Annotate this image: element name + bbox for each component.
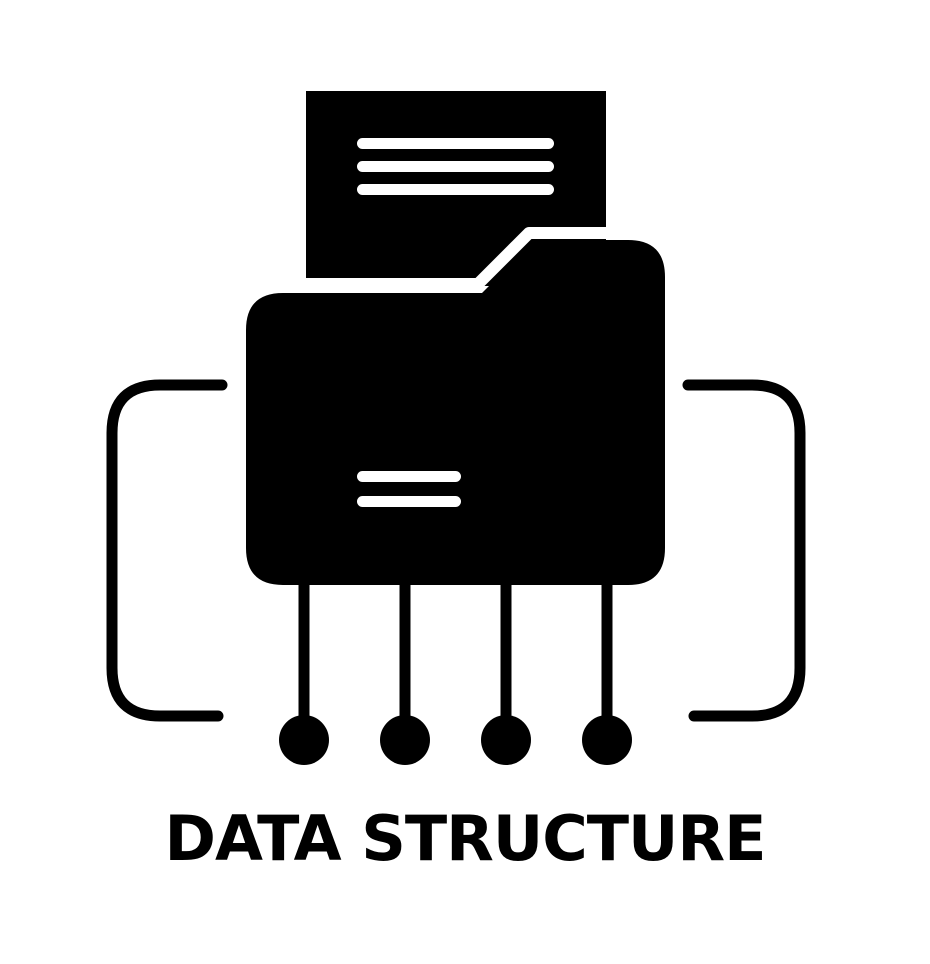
node-dot xyxy=(380,715,430,765)
right-bracket xyxy=(682,379,806,722)
node-dot xyxy=(279,715,329,765)
folder-gap xyxy=(300,227,612,296)
node-dots xyxy=(279,585,632,765)
left-bracket xyxy=(106,379,228,722)
node-dot xyxy=(582,715,632,765)
caption-text: DATA STRUCTURE xyxy=(164,802,767,875)
folder-icon xyxy=(246,240,665,585)
document-icon xyxy=(306,91,606,286)
node-dot xyxy=(481,715,531,765)
